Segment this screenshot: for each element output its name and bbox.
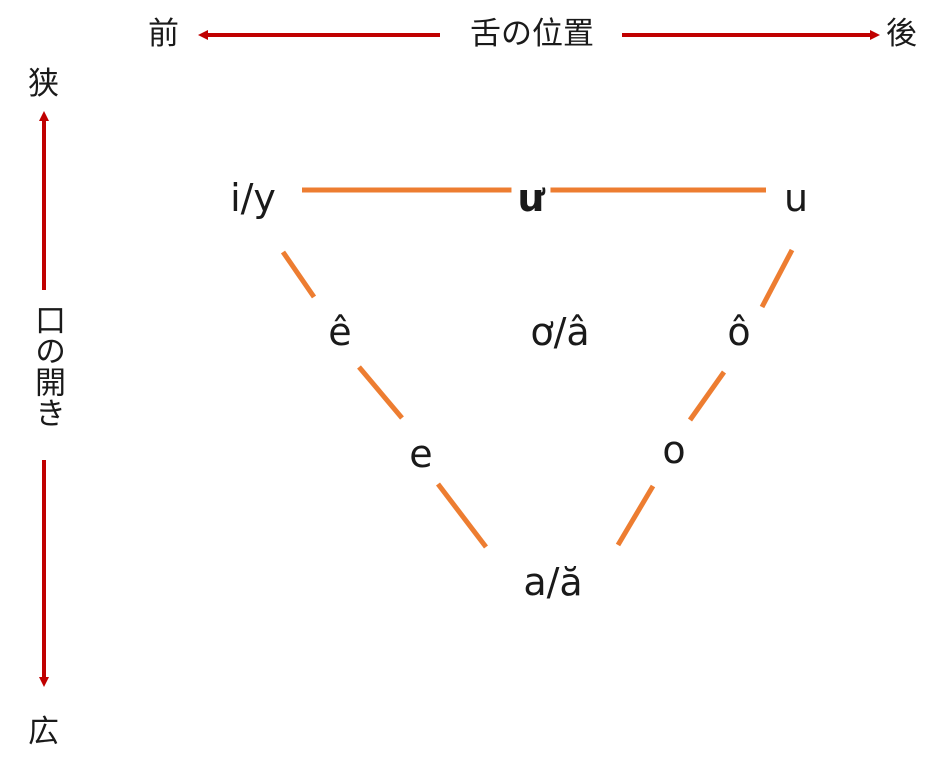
close-label: 狭 [28, 66, 59, 102]
vowel-i-y: i/y [230, 176, 276, 220]
vowel-o-horn-a-circumflex: ơ/â [530, 310, 590, 354]
right-edge-lower [615, 484, 656, 547]
right-edge-middle [687, 370, 727, 422]
vowel-e-circumflex: ê [328, 310, 352, 354]
left-edge-middle [357, 365, 404, 420]
vowel-u: u [783, 176, 809, 220]
vowel-u-horn: ư [511, 176, 551, 220]
right-edge-upper [759, 248, 795, 309]
tongue-position-label: 舌の位置 [470, 16, 594, 52]
back-label: 後 [886, 16, 917, 52]
vowel-a-a-breve: a/ă [523, 560, 583, 604]
vowel-e: e [409, 432, 433, 476]
left-edge-lower [436, 482, 488, 549]
open-label: 広 [28, 714, 59, 750]
front-label: 前 [148, 16, 179, 52]
vowel-o-circumflex: ô [727, 310, 751, 354]
mouth-opening-label: 口の開き [29, 298, 66, 434]
vowel-o: o [662, 428, 686, 472]
left-edge-upper [280, 250, 317, 299]
